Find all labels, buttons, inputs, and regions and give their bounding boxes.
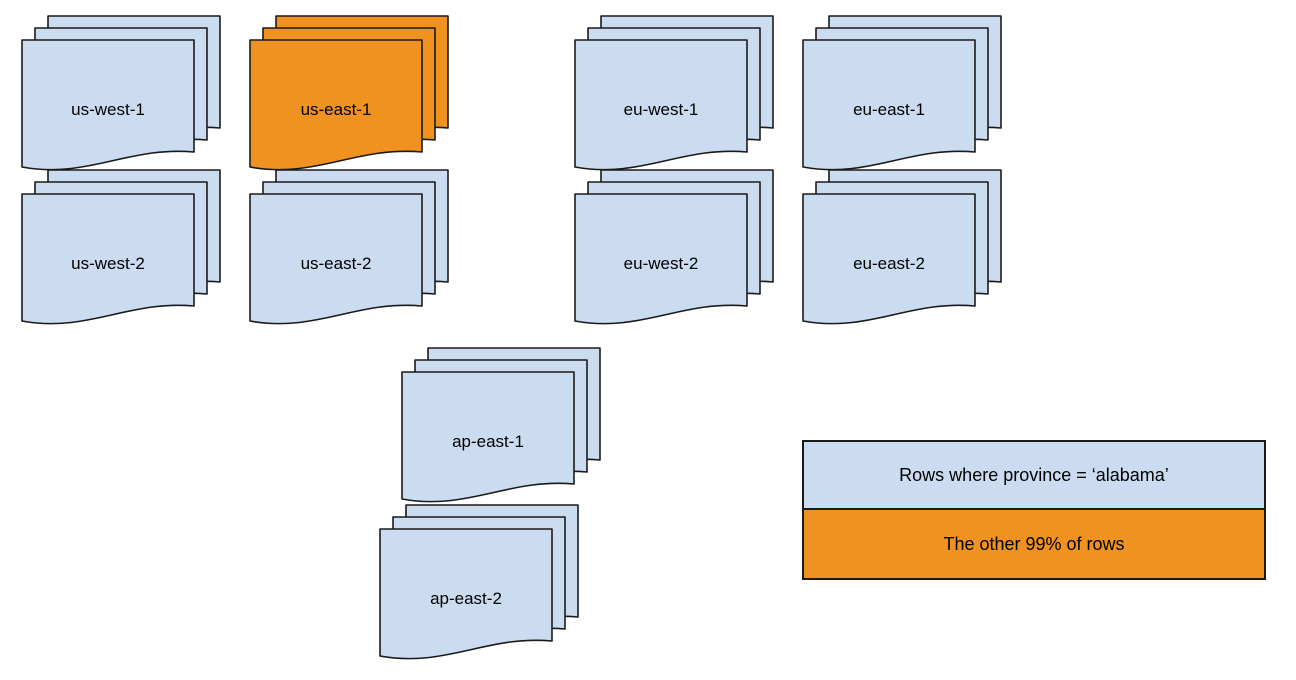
region-stack-ap-east-1[interactable]: ap-east-1 [401, 347, 601, 508]
document-stack-icon [802, 15, 1002, 171]
region-stack-eu-east-1[interactable]: eu-east-1 [802, 15, 1002, 176]
region-stack-eu-west-1[interactable]: eu-west-1 [574, 15, 774, 176]
legend-label-orange: The other 99% of rows [943, 533, 1125, 554]
document-stack-icon [379, 504, 579, 660]
document-stack-icon [21, 169, 221, 325]
document-stack-icon [574, 15, 774, 171]
region-stack-us-east-2[interactable]: us-east-2 [249, 169, 449, 330]
region-stack-us-west-2[interactable]: us-west-2 [21, 169, 221, 330]
region-stack-eu-east-2[interactable]: eu-east-2 [802, 169, 1002, 330]
region-stack-ap-east-2[interactable]: ap-east-2 [379, 504, 579, 665]
legend-box: Rows where province = ‘alabama’ The othe… [802, 440, 1266, 580]
legend-label-blue: Rows where province = ‘alabama’ [899, 464, 1169, 485]
document-stack-icon [574, 169, 774, 325]
document-stack-icon [401, 347, 601, 503]
document-stack-icon [802, 169, 1002, 325]
legend-row-blue: Rows where province = ‘alabama’ [804, 442, 1264, 510]
region-stack-us-west-1[interactable]: us-west-1 [21, 15, 221, 176]
document-stack-icon [249, 15, 449, 171]
document-stack-icon [249, 169, 449, 325]
document-stack-icon [21, 15, 221, 171]
region-stack-eu-west-2[interactable]: eu-west-2 [574, 169, 774, 330]
region-stack-us-east-1[interactable]: us-east-1 [249, 15, 449, 176]
legend-row-orange: The other 99% of rows [804, 510, 1264, 578]
